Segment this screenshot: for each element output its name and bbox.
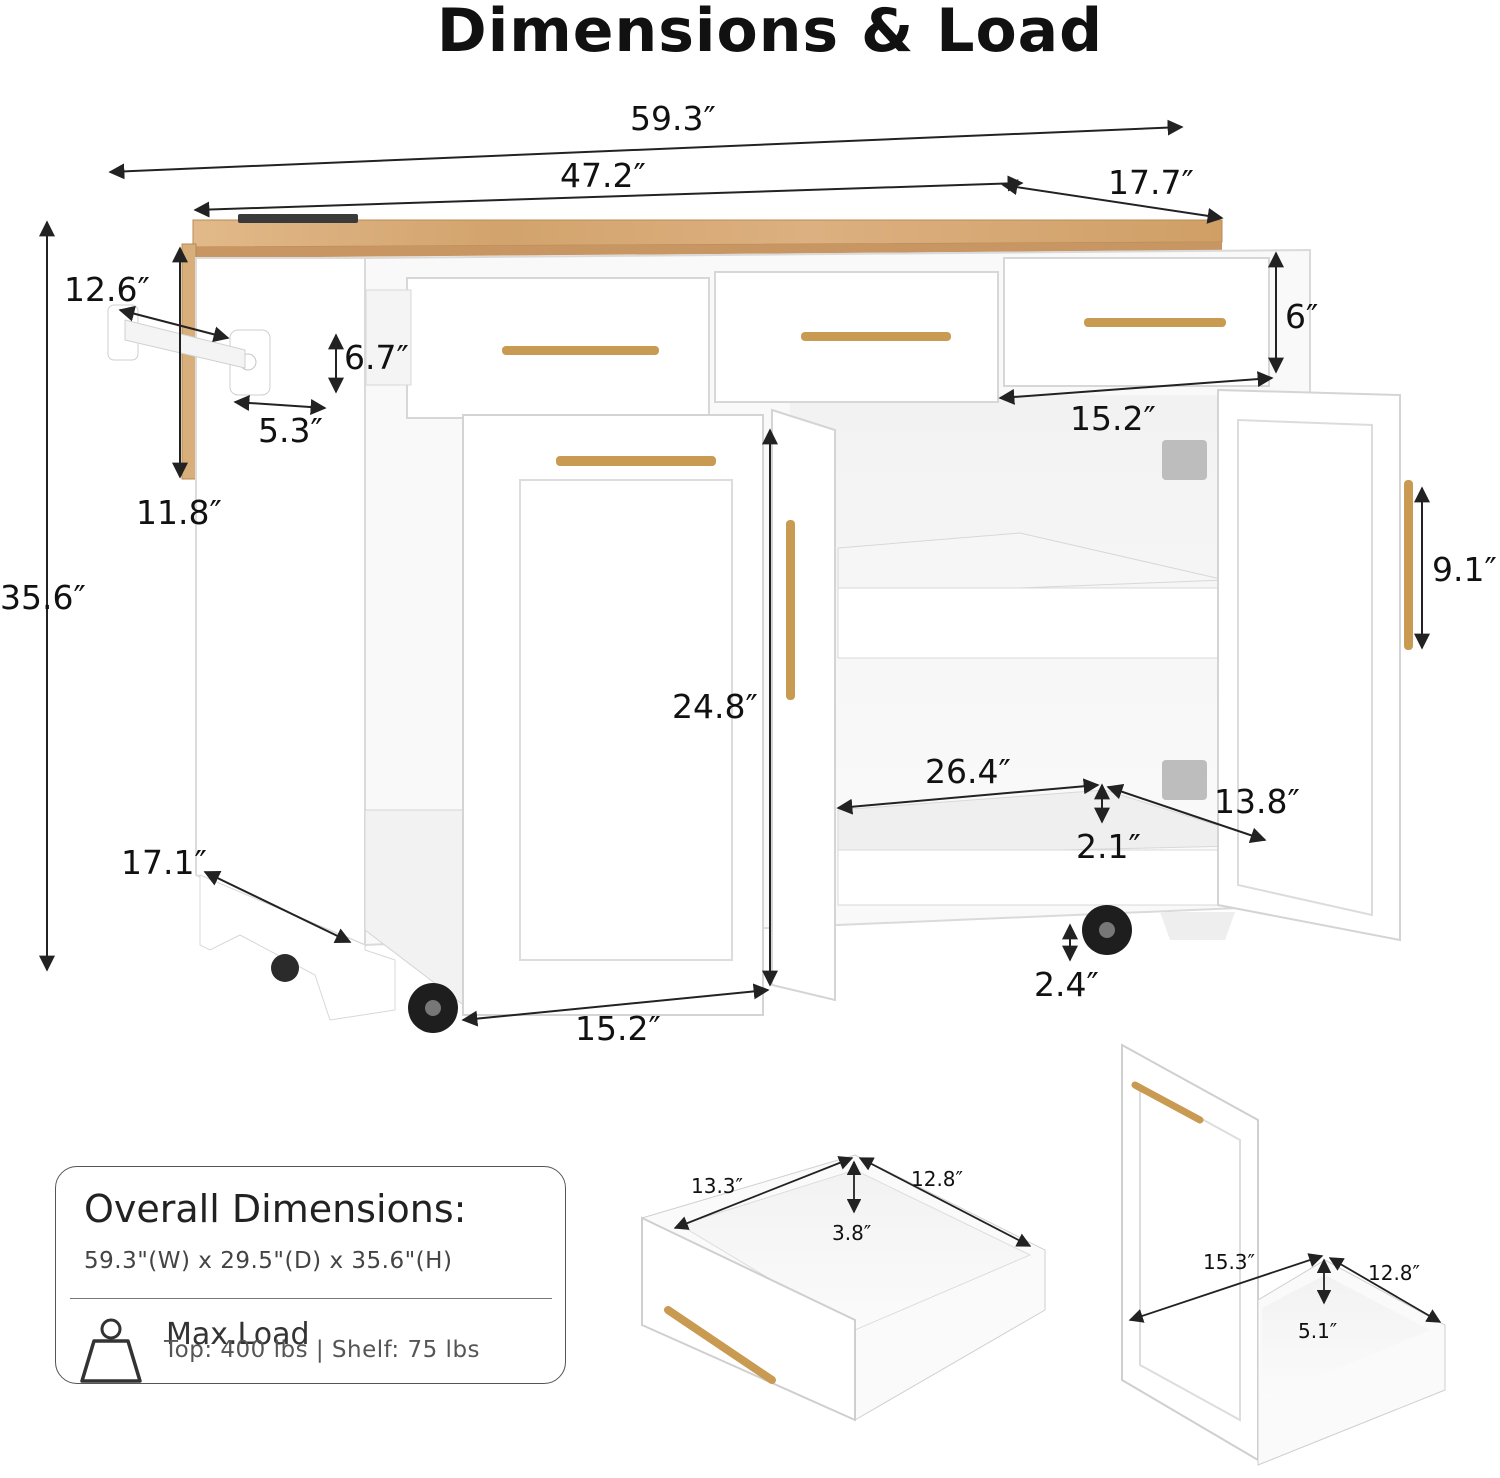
bin-detail-height-label: 5.1″ (1298, 1319, 1338, 1343)
shelf-width-label: 26.4″ (925, 752, 1011, 791)
overall-dimensions-value: 59.3"(W) x 29.5"(D) x 35.6"(H) (84, 1248, 453, 1274)
ground-clearance-label: 2.4″ (1034, 965, 1099, 1004)
drawer-height-label: 6″ (1285, 297, 1319, 336)
drawer-detail-height-label: 3.8″ (832, 1221, 872, 1245)
power-strip (238, 214, 358, 223)
bin-detail-width-label: 12.8″ (1368, 1261, 1421, 1285)
drawer-detail (641, 1154, 1046, 1422)
door-width-label: 15.2″ (575, 1009, 661, 1048)
weight-icon (80, 1318, 142, 1383)
overall-width-label: 59.3″ (630, 99, 716, 138)
height-label: 35.6″ (0, 578, 86, 617)
overall-dimensions-box: Overall Dimensions: 59.3"(W) x 29.5"(D) … (55, 1166, 566, 1384)
overall-dimensions-heading: Overall Dimensions: (84, 1187, 467, 1231)
center-door (771, 408, 836, 1002)
drawer-width-label: 15.2″ (1070, 399, 1156, 438)
shelf-lip-label: 2.1″ (1076, 827, 1141, 866)
door-height-label: 24.8″ (672, 687, 758, 726)
dimension-arrows (39, 119, 1430, 1027)
top-width-label: 47.2″ (560, 156, 646, 195)
top-depth-label: 17.7″ (1108, 163, 1194, 202)
countertop (192, 214, 1223, 258)
shelf-depth-label: 13.8″ (1214, 782, 1300, 821)
drawers (365, 257, 1270, 419)
page-title: Dimensions & Load (436, 0, 1104, 66)
drawer-detail-width-label: 12.8″ (911, 1167, 964, 1191)
divider (70, 1298, 552, 1299)
bin-detail-depth-label: 15.3″ (1203, 1250, 1256, 1274)
max-load-heading: Max.Load (166, 1317, 310, 1352)
pull-out-bin (364, 414, 764, 1016)
drop-leaf-height-label: 11.8″ (136, 493, 222, 532)
towel-rack-height-label: 6.7″ (344, 338, 409, 377)
towel-rack-length-label: 12.6″ (64, 270, 150, 309)
drawer-detail-depth-label: 13.3″ (691, 1174, 744, 1198)
bin-detail (1121, 1043, 1446, 1466)
base-depth-label: 17.1″ (121, 843, 207, 882)
drop-leaf (181, 243, 197, 480)
towel-rack-width-label: 5.3″ (258, 411, 323, 450)
handle-length-label: 9.1″ (1432, 550, 1497, 589)
max-load-values: Top: 400 lbs | Shelf: 75 lbs (164, 1337, 481, 1363)
